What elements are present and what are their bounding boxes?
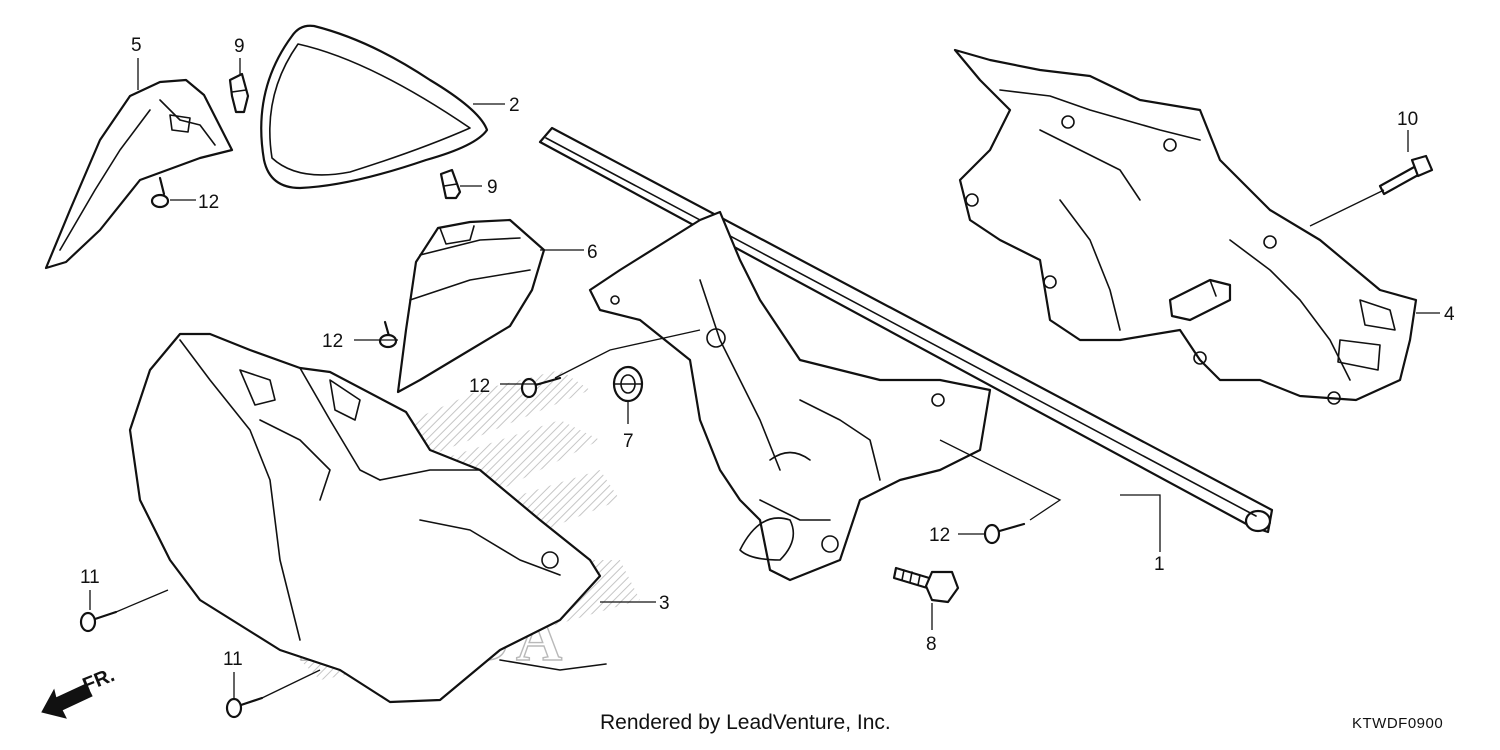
part-5-front-cover xyxy=(44,78,234,270)
callout-part-1: 1 xyxy=(1154,554,1165,575)
callout-part-3: 3 xyxy=(659,593,670,614)
part-1-handlebar xyxy=(538,126,1274,582)
part-4-rear-handle-cover xyxy=(953,48,1418,405)
callout-part-4: 4 xyxy=(1444,304,1455,325)
front-direction-indicator: FR. xyxy=(41,664,118,719)
callout-part-11-lower: 11 xyxy=(223,649,243,670)
part-6-inner-panel xyxy=(396,218,546,394)
part-3-front-handle-cover xyxy=(128,332,607,704)
callout-part-11-upper: 11 xyxy=(80,567,100,588)
leader-lines xyxy=(89,58,1440,699)
callout-part-7: 7 xyxy=(623,431,634,452)
render-credit: Rendered by LeadVenture, Inc. xyxy=(600,711,891,734)
callout-part-9-upper: 9 xyxy=(234,36,245,57)
callout-part-12-a: 12 xyxy=(198,192,219,213)
callout-part-5: 5 xyxy=(131,35,142,56)
part-12-screw-a xyxy=(150,176,170,209)
part-11-screw-upper xyxy=(79,610,118,633)
callout-part-10: 10 xyxy=(1397,109,1418,130)
front-arrow-icon xyxy=(41,683,93,719)
callout-part-12-c: 12 xyxy=(469,376,490,397)
part-12-screw-b xyxy=(378,320,398,349)
callout-part-12-b: 12 xyxy=(322,331,343,352)
callout-part-6: 6 xyxy=(587,242,598,263)
part-2-shield-panel xyxy=(260,24,489,190)
part-9-clip-upper xyxy=(228,72,250,114)
callout-part-12-d: 12 xyxy=(929,525,950,546)
callout-part-8: 8 xyxy=(926,634,937,655)
part-7-grommet xyxy=(612,365,644,403)
callout-part-9-lower: 9 xyxy=(487,177,498,198)
front-label: FR. xyxy=(80,664,118,696)
part-8-flange-bolt xyxy=(892,566,960,604)
part-9-clip-lower xyxy=(439,168,462,200)
part-11-screw-lower xyxy=(225,696,264,719)
callout-labels: 5 9 2 9 12 6 12 12 7 3 1 12 8 10 4 11 11 xyxy=(80,35,1455,670)
callout-part-2: 2 xyxy=(509,95,520,116)
diagram-code: KTWDF0900 xyxy=(1352,715,1444,732)
part-10-bolt xyxy=(1378,154,1434,196)
part-12-screw-d xyxy=(983,522,1026,545)
